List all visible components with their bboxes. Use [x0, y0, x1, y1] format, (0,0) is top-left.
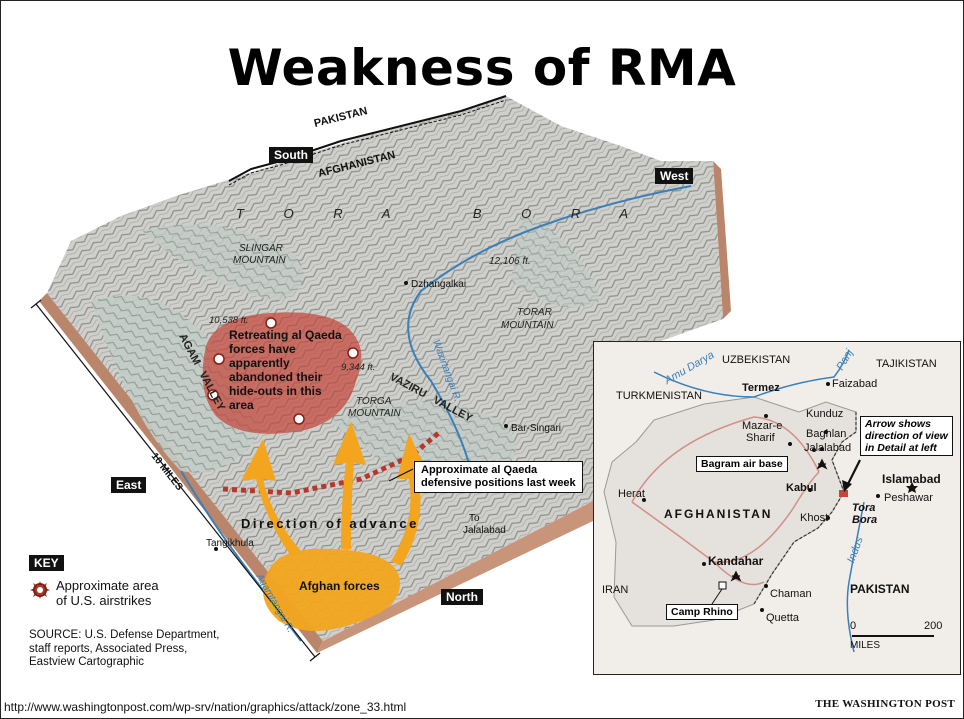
inset-pakistan: PAKISTAN — [850, 582, 910, 596]
inset-uzbekistan: UZBEKISTAN — [722, 354, 791, 366]
label-elev-10538: 10,538 ft. — [209, 315, 249, 326]
inset-airport-kandahar — [730, 570, 742, 582]
terrain-side-front — [317, 501, 593, 653]
inset-mazar-sharif: Sharif — [746, 432, 775, 444]
inset-map-graphic — [603, 349, 934, 653]
inset-kandahar: Kandahar — [708, 554, 764, 568]
retreat-area — [202, 312, 362, 434]
compass-south: South — [269, 147, 313, 163]
retreat-line-6: area — [229, 398, 254, 412]
label-tora-bora: T O R A B O R A — [236, 206, 646, 221]
source-line-2: staff reports, Associated Press, — [29, 642, 188, 655]
compass-west: West — [655, 168, 694, 184]
label-tangikhula: Tangikhula — [206, 538, 254, 549]
inset-arrow-note-2: direction of view — [865, 430, 948, 442]
defensive-line-1: Approximate al Qaeda — [421, 464, 538, 476]
label-elev-9344: 9,344 ft. — [341, 362, 375, 373]
inset-islamabad: Islamabad — [882, 472, 941, 486]
terrain-side-right — [713, 161, 731, 319]
inset-kunduz: Kunduz — [806, 408, 844, 420]
key-item-line-1: Approximate area — [56, 578, 159, 593]
label-afghan-forces: Afghan forces — [299, 579, 380, 593]
inset-quetta: Quetta — [766, 612, 800, 624]
source-line-3: Eastview Cartographic — [29, 656, 145, 668]
inset-peshawar: Peshawar — [884, 492, 933, 504]
inset-tajikistan: TAJIKISTAN — [876, 358, 937, 370]
inset-river-amu — [653, 349, 850, 398]
inset-herat: Herat — [618, 488, 645, 500]
retreat-text: Retreating al Qaeda forces have apparent… — [229, 328, 342, 412]
label-slingar: SLINGAR — [239, 243, 283, 254]
inset-termez: Termez — [742, 382, 780, 394]
retreat-line-4: abandoned their — [229, 370, 323, 384]
valley-green-4 — [511, 211, 601, 308]
afghan-forces-area — [262, 548, 400, 631]
label-elev-12106: 12,106 ft. — [489, 256, 531, 267]
slide-title: Weakness of RMA — [227, 39, 737, 97]
source-note: SOURCE: U.S. Defense Department, staff r… — [29, 629, 259, 670]
inset-river-indus — [846, 501, 865, 653]
inset-airport-bagram — [816, 458, 828, 470]
inset-arrow-note: Arrow shows direction of view in Detail … — [860, 416, 953, 456]
airstrike-icon — [30, 581, 50, 599]
label-torga-mountain: MOUNTAIN — [348, 408, 401, 419]
inset-tora: Tora — [852, 502, 876, 514]
retreat-line-1: Retreating al Qaeda — [229, 328, 342, 342]
retreat-line-3: apparently — [229, 356, 290, 370]
terrain-side-left — [39, 293, 323, 653]
inset-faizabad: Faizabad — [832, 378, 878, 390]
airstrike-markers — [207, 317, 359, 425]
label-direction-advance: Direction of advance — [241, 516, 419, 531]
label-to: To — [469, 513, 480, 524]
label-torar-mountain: MOUNTAIN — [501, 320, 554, 331]
inset-chaman: Chaman — [770, 588, 812, 600]
washington-post-credit: THE WASHINGTON POST — [815, 698, 955, 710]
valley-green-1 — [91, 295, 261, 473]
inset-scale-miles: MILES — [850, 640, 881, 651]
label-torga: TORGA — [356, 396, 392, 407]
scale-bar — [35, 303, 316, 658]
inset-scale-0: 0 — [850, 620, 857, 632]
label-dzhangalkai: Dzhangalkai — [411, 279, 466, 290]
key-title: KEY — [29, 555, 64, 571]
inset-camp-rhino-marker — [718, 581, 727, 590]
river-wazirtangai — [407, 185, 692, 472]
source-url[interactable]: http://www.washingtonpost.com/wp-srv/nat… — [4, 700, 407, 714]
inset-camp-rhino: Camp Rhino — [666, 604, 738, 620]
retreat-line-2: forces have — [229, 342, 296, 356]
inset-bora: Bora — [852, 514, 878, 526]
label-torar: TORAR — [517, 307, 552, 318]
source-line-1: SOURCE: U.S. Defense Department, — [29, 629, 220, 641]
inset-tora-bora-marker — [839, 490, 848, 497]
defensive-line — [222, 429, 443, 496]
compass-east: East — [111, 477, 147, 493]
border-line — [228, 95, 507, 182]
defensive-line-2: defensive positions last week — [421, 477, 576, 489]
compass-north: North — [441, 589, 483, 605]
inset-scale-200: 200 — [924, 620, 943, 632]
inset-jalalabad: Jalalabad — [804, 442, 852, 454]
inset-turkmenistan: TURKMENISTAN — [616, 390, 702, 402]
inset-iran: IRAN — [602, 584, 629, 596]
key-item-line-2: of U.S. airstrikes — [56, 593, 152, 608]
inset-afghanistan: AFGHANISTAN — [664, 507, 773, 521]
label-bar-singari: Bar-Singari — [511, 423, 561, 434]
retreat-line-5: hide-outs in this — [229, 384, 322, 398]
valley-green-2 — [141, 224, 304, 301]
inset-kabul: Kabul — [786, 482, 817, 494]
inset-khost: Khost — [800, 512, 829, 524]
map-key: KEY Approximate area of U.S. airstrikes — [29, 554, 159, 608]
label-pakistan: PAKISTAN — [313, 105, 369, 130]
inset-baghlan: Baghlan — [806, 428, 847, 440]
inset-bagram: Bagram air base — [696, 456, 788, 472]
defensive-positions-callout: Approximate al Qaeda defensive positions… — [414, 461, 583, 493]
inset-arrow-note-3: in Detail at left — [865, 442, 937, 454]
label-to-jalalabad: Jalalabad — [463, 525, 506, 536]
label-slingar-mountain: MOUNTAIN — [233, 255, 286, 266]
inset-arrow-note-1: Arrow shows — [865, 418, 931, 430]
inset-map: UZBEKISTAN TAJIKISTAN TURKMENISTAN Amu D… — [593, 341, 961, 675]
inset-mazar: Mazar-e — [742, 420, 783, 432]
